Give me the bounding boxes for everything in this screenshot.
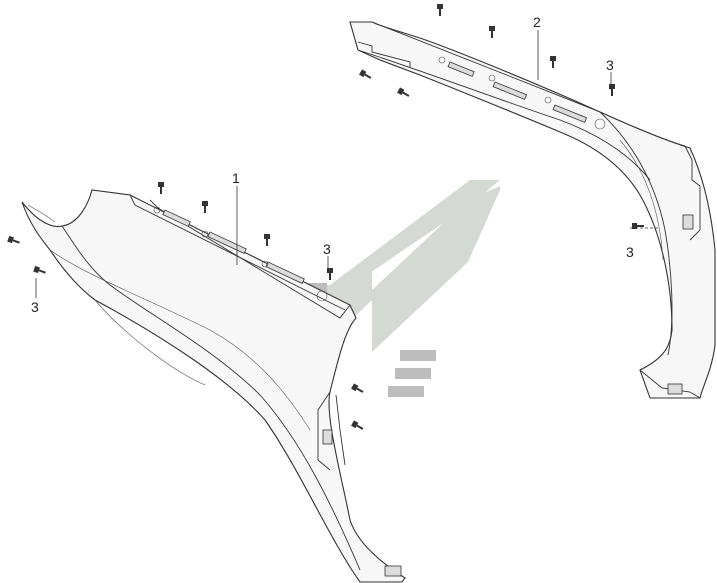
bolt <box>550 56 556 68</box>
bolt <box>351 420 364 430</box>
bolt <box>397 87 410 97</box>
bolt <box>359 69 372 79</box>
bolt <box>33 265 46 274</box>
bolt <box>158 182 164 194</box>
bolt-group <box>7 4 644 430</box>
bolt <box>437 4 443 16</box>
bolt <box>489 26 495 38</box>
bolt <box>327 268 333 280</box>
bolt <box>609 84 615 96</box>
callout-bolt-upper-right: 3 <box>606 57 614 73</box>
bolt <box>7 235 20 244</box>
callout-part-2: 2 <box>533 14 541 30</box>
bolt <box>351 383 364 393</box>
bolt <box>632 223 644 229</box>
fender-right-part <box>349 21 716 399</box>
bolt <box>264 234 270 246</box>
bolt <box>202 201 208 213</box>
leader-lines <box>35 30 660 298</box>
callout-part-1: 1 <box>232 170 240 186</box>
callout-bolt-left: 3 <box>31 299 39 315</box>
callout-bolt-center: 3 <box>323 241 331 257</box>
fender-left-part <box>21 189 406 583</box>
callout-bolt-side-right: 3 <box>626 244 634 260</box>
